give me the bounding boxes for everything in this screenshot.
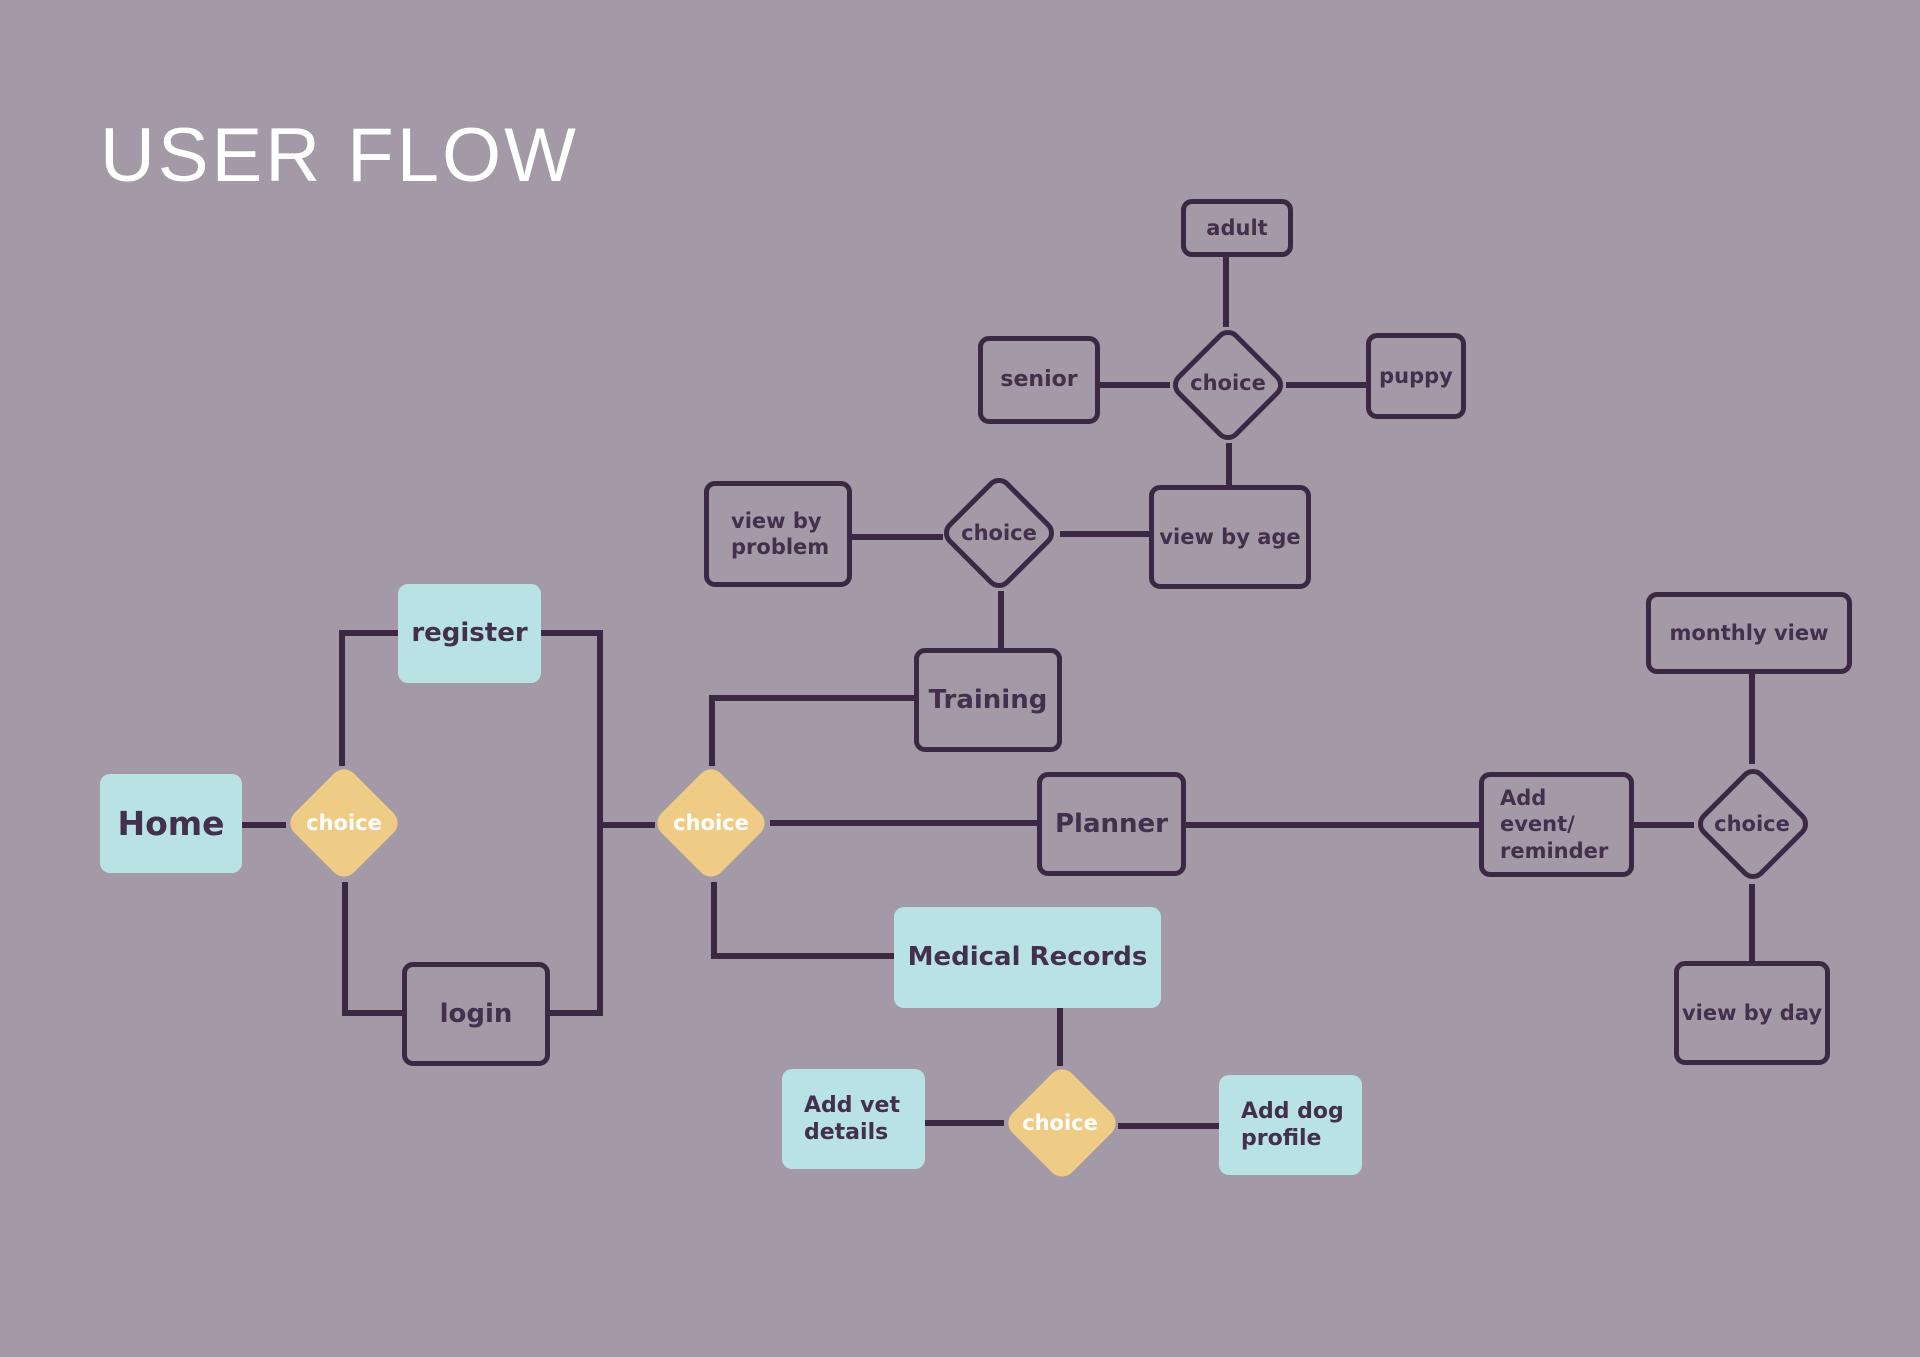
node-planner[interactable]: Planner — [1037, 772, 1186, 876]
node-view-by-age[interactable]: view by age — [1149, 485, 1311, 589]
connector — [548, 825, 603, 1016]
choice-label-planner: choice — [1714, 812, 1790, 836]
node-login[interactable]: login — [402, 962, 550, 1066]
node-medical-records[interactable]: Medical Records — [894, 907, 1161, 1008]
node-home[interactable]: Home — [100, 774, 242, 873]
node-senior[interactable]: senior — [978, 336, 1100, 424]
choice-label-main: choice — [673, 811, 749, 835]
node-add-vet-details[interactable]: Add vet details — [782, 1069, 925, 1169]
connector — [339, 630, 400, 766]
connector — [342, 882, 405, 1016]
connector — [540, 630, 603, 825]
node-training[interactable]: Training — [914, 648, 1062, 752]
connector — [709, 695, 918, 766]
node-register[interactable]: register — [398, 584, 541, 683]
node-add-event-reminder[interactable]: Add event/ reminder — [1479, 772, 1634, 877]
node-add-dog-profile[interactable]: Add dog profile — [1219, 1075, 1362, 1175]
node-puppy[interactable]: puppy — [1366, 333, 1466, 419]
choice-label-age: choice — [1190, 371, 1266, 395]
node-adult[interactable]: adult — [1181, 199, 1293, 257]
node-view-by-day[interactable]: view by day — [1674, 961, 1830, 1065]
node-monthly-view[interactable]: monthly view — [1646, 592, 1852, 674]
choice-label-training: choice — [961, 521, 1037, 545]
choice-label-medical: choice — [1022, 1111, 1098, 1135]
page-title: USER FLOW — [100, 113, 579, 198]
connector — [711, 882, 895, 959]
choice-label-home: choice — [306, 811, 382, 835]
node-view-by-problem[interactable]: view by problem — [704, 481, 852, 587]
